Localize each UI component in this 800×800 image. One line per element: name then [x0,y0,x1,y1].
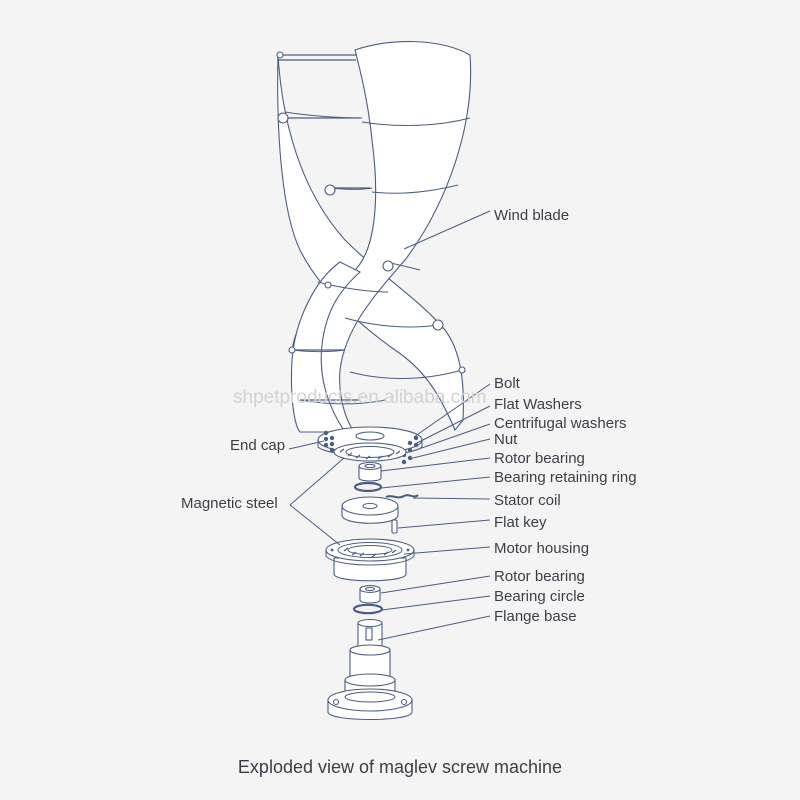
bearing-retaining-ring [353,481,383,493]
label-wind-blade: Wind blade [494,207,569,224]
labels: Wind blade Bolt Flat Washers Centrifugal… [181,207,637,625]
rotor-bearing-upper [358,461,382,482]
stator-coil [341,494,419,524]
label-stator-coil: Stator coil [494,492,561,509]
label-rotor-bearing-upper: Rotor bearing [494,450,585,467]
label-flat-washers: Flat Washers [494,396,582,413]
watermark: shpetproducts.en.alibaba.com [233,387,487,408]
wind-blade [276,41,472,434]
bolt-set-left [323,430,335,453]
label-flange-base: Flange base [494,608,577,625]
label-bolt: Bolt [494,375,521,392]
diagram-caption: Exploded view of maglev screw machine [238,757,562,777]
label-bearing-circle: Bearing circle [494,588,585,605]
flange-base [327,618,413,720]
label-bearing-retaining-ring: Bearing retaining ring [494,469,637,486]
label-magnetic-steel: Magnetic steel [181,495,278,512]
label-end-cap: End cap [230,437,285,454]
label-rotor-bearing-lower: Rotor bearing [494,568,585,585]
label-motor-housing: Motor housing [494,540,589,557]
label-flat-key: Flat key [494,514,547,531]
label-centrifugal-washers: Centrifugal washers [494,415,627,432]
leader-lines [288,210,491,641]
flat-key [391,519,398,534]
wind-blade-left [277,54,464,432]
magnetic-steel-ring [333,442,407,462]
motor-housing [325,538,415,582]
bearing-circle [352,603,384,615]
label-nut: Nut [494,431,518,448]
rotor-bearing-lower [359,585,381,604]
